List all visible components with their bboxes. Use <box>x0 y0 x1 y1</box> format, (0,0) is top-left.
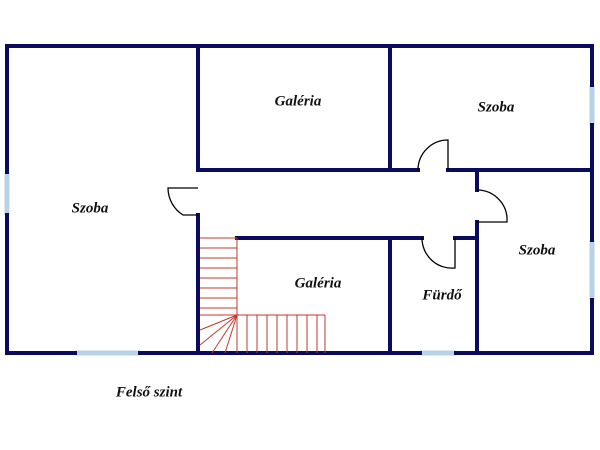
stair-step <box>224 314 238 354</box>
room-label-galeria-top: Galéria <box>274 93 322 110</box>
windows <box>4 85 595 356</box>
staircase <box>199 237 326 354</box>
doors <box>167 139 508 269</box>
walls <box>5 44 594 355</box>
room-label-furdo: Fürdő <box>422 287 462 304</box>
floor-caption: Felső szint <box>115 384 183 401</box>
stair-step <box>199 314 238 331</box>
room-label-galeria-bottom: Galéria <box>294 275 342 292</box>
stair-step <box>211 314 238 354</box>
stair-step <box>199 314 238 346</box>
room-label-szoba-left: Szoba <box>71 200 109 217</box>
room-label-szoba-top-right: Szoba <box>477 99 515 116</box>
room-label-szoba-right: Szoba <box>518 242 556 259</box>
